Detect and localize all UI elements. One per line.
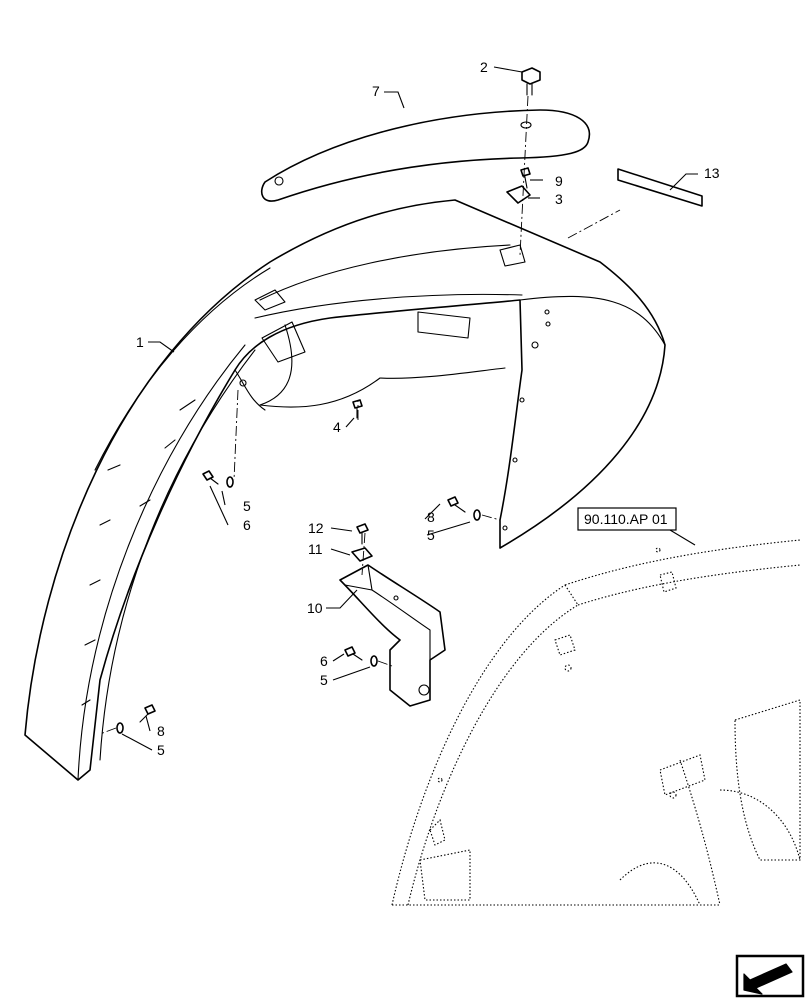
top-trim-cover xyxy=(261,109,591,202)
callout-13: 13 xyxy=(704,165,720,181)
callout-9: 9 xyxy=(555,173,563,189)
arrow-back-icon[interactable] xyxy=(735,954,805,998)
bracket-assembly xyxy=(339,523,446,707)
reference-label[interactable]: 90.110.AP 01 xyxy=(584,511,668,527)
callout-labels: 2 7 9 3 13 1 4 5 6 8 5 12 11 10 6 5 8 5 xyxy=(136,59,720,758)
callout-2: 2 xyxy=(480,59,488,75)
clip-part-3 xyxy=(506,185,531,204)
callout-8-right: 8 xyxy=(427,509,435,525)
bolt-top xyxy=(521,67,541,96)
assembly-lines xyxy=(99,95,621,735)
screw-part-9 xyxy=(520,167,531,189)
callout-8-bottom: 8 xyxy=(157,723,165,739)
callout-10: 10 xyxy=(307,600,323,616)
reference-link[interactable]: 90.110.AP 01 xyxy=(577,507,677,531)
callout-6-left: 6 xyxy=(243,517,251,533)
callout-5-right: 5 xyxy=(427,527,435,543)
callout-5-bracket: 5 xyxy=(320,672,328,688)
screw-washer-right xyxy=(447,496,481,521)
fender-main xyxy=(24,199,666,781)
callout-1: 1 xyxy=(136,334,144,350)
callout-5-left: 5 xyxy=(243,498,251,514)
strip-part-13 xyxy=(617,168,703,207)
callout-7: 7 xyxy=(372,83,380,99)
screw-washer-left xyxy=(202,470,234,488)
reference-detail-view xyxy=(391,539,801,906)
screw-part-4 xyxy=(352,399,363,419)
callout-4: 4 xyxy=(333,419,341,435)
screw-washer-bottom xyxy=(116,704,156,734)
callout-5-bottom: 5 xyxy=(157,742,165,758)
leader-lines xyxy=(121,66,698,751)
callout-11: 11 xyxy=(308,541,323,557)
callout-12: 12 xyxy=(308,520,324,536)
callout-6-bracket: 6 xyxy=(320,653,328,669)
callout-3: 3 xyxy=(555,191,563,207)
